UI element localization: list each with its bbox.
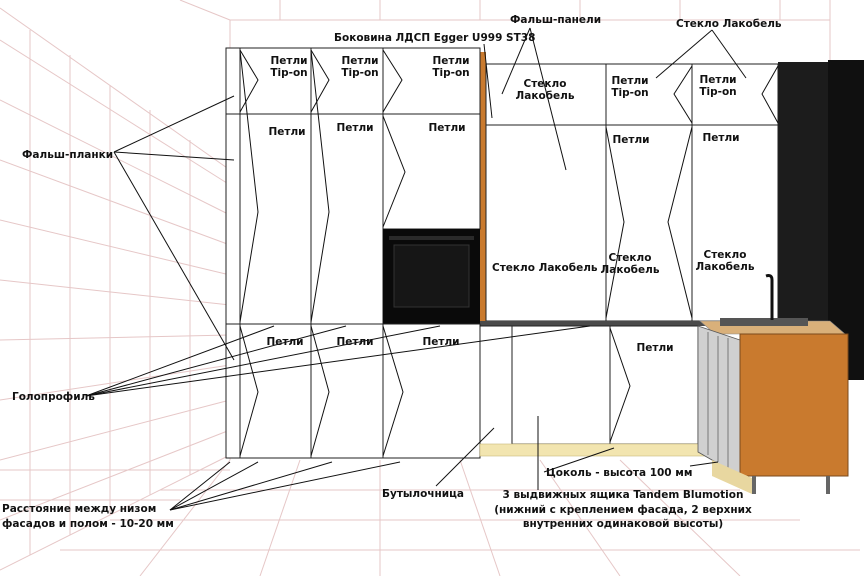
lower-label-4: Петли [636,342,674,354]
lower-label-2: Петли [336,336,374,348]
side-panel-wood [480,52,486,324]
bottle-holder-label: Бутылочница [382,488,465,500]
upper-label-6: Петли Tip-on [699,74,737,99]
lower-label-1: Петли [266,336,304,348]
glass-top-right-label: Стекло Лакобель [676,18,782,30]
upper-label-3: Петли Tip-on [432,55,470,80]
middle-label-5: Петли [612,134,650,146]
handle-profile-label: Голопрофиль [12,391,95,403]
middle-label-4: Стекло Лакобель [492,262,598,274]
faucet [765,274,774,320]
lower-label-3: Петли [422,336,460,348]
middle-label-8: Стекло Лакобель [695,249,755,274]
upper-label-1: Петли Tip-on [270,55,308,80]
middle-label-2: Петли [336,122,374,134]
oven [383,229,480,324]
false-strips-label: Фальш-планки [22,149,114,161]
middle-label-6: Стекло Лакобель [600,252,660,277]
upper-fascades [225,47,779,126]
sink [720,318,808,326]
middle-fascades [225,113,779,325]
gap-floor-label: Расстояние между низом фасадов и полом -… [2,503,174,531]
middle-label-1: Петли [268,126,306,138]
middle-label-7: Петли [702,132,740,144]
upper-label-5: Петли Tip-on [611,75,649,100]
false-panels-label: Фальш-панели [510,14,602,26]
callout-lines [85,27,747,511]
upper-label-4: Стекло Лакобель [515,78,575,103]
corner-cabinet [697,325,849,494]
drawers-label: 3 выдвижных ящика Tandem Blumotion (нижн… [494,489,752,531]
upper-label-2: Петли Tip-on [341,55,379,80]
plinth-label: Цоколь - высота 100 мм [546,467,693,479]
countertop [480,321,708,326]
side-panel-label: Боковина ЛДСП Egger U999 ST38 [334,32,536,44]
hinge-chevrons [239,49,779,457]
middle-label-3: Петли [428,122,466,134]
